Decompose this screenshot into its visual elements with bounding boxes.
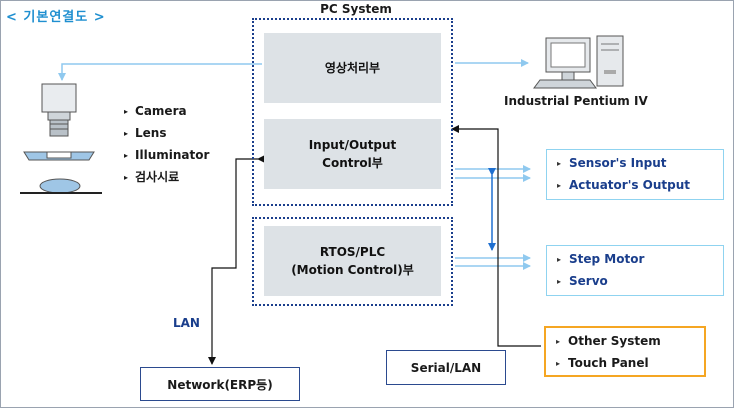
bullet-icon: ▸ <box>557 277 562 286</box>
rtos-label-line1: RTOS/PLC <box>319 245 386 259</box>
list-item: ▸Touch Panel <box>556 356 649 370</box>
lan-label: LAN <box>173 316 200 330</box>
io-control-box: Input/Output Control부 <box>264 119 441 189</box>
motion-output-box: ▸Step Motor ▸Servo <box>546 245 724 296</box>
io-control-label-line2: Control부 <box>322 156 383 170</box>
lan-link-line <box>208 155 265 365</box>
bullet-icon: ▸ <box>556 337 561 346</box>
bullet-icon: ▸ <box>557 159 562 168</box>
keyboard-icon <box>533 79 597 89</box>
bullet-icon: ▸ <box>124 107 129 116</box>
serial-link-line <box>451 125 541 347</box>
rtos-label-line2: (Motion Control)부 <box>291 263 414 277</box>
rtos-box: RTOS/PLC (Motion Control)부 <box>264 226 441 296</box>
bullet-icon: ▸ <box>556 359 561 368</box>
pc-caption: Industrial Pentium IV <box>504 94 648 108</box>
pc-system-group <box>252 18 453 206</box>
list-item: ▸검사시료 <box>124 170 180 184</box>
list-item: ▸Actuator's Output <box>557 178 691 192</box>
list-item: ▸Sensor's Input <box>557 156 667 170</box>
bullet-icon: ▸ <box>124 151 129 160</box>
image-processing-label: 영상처리부 <box>324 61 381 75</box>
serial-lan-box: Serial/LAN <box>386 350 506 385</box>
list-item: ▸Lens <box>124 126 167 140</box>
list-item: ▸Camera <box>124 104 187 118</box>
list-item: ▸Step Motor <box>557 252 645 266</box>
bullet-icon: ▸ <box>557 255 562 264</box>
list-item: ▸Servo <box>557 274 608 288</box>
camera-components-list: ▸Camera ▸Lens ▸Illuminator ▸검사시료 <box>124 101 209 189</box>
serial-lan-label: Serial/LAN <box>410 360 482 375</box>
image-processing-box: 영상처리부 <box>264 33 441 103</box>
serial-output-box: ▸Other System ▸Touch Panel <box>544 326 706 377</box>
io-output-box: ▸Sensor's Input ▸Actuator's Output <box>546 149 724 200</box>
camera-feed-line <box>58 63 262 81</box>
list-item: ▸Other System <box>556 334 661 348</box>
page-title: < 기본연결도 > <box>6 10 106 25</box>
io-control-label-line1: Input/Output <box>308 138 397 152</box>
network-box: Network(ERP등) <box>140 367 300 401</box>
network-label: Network(ERP등) <box>167 377 273 392</box>
bullet-icon: ▸ <box>124 173 129 182</box>
bullet-icon: ▸ <box>124 129 129 138</box>
list-item: ▸Illuminator <box>124 148 210 162</box>
rtos-group <box>252 217 453 306</box>
bullet-icon: ▸ <box>557 181 562 190</box>
pc-system-title: PC System <box>320 2 392 16</box>
